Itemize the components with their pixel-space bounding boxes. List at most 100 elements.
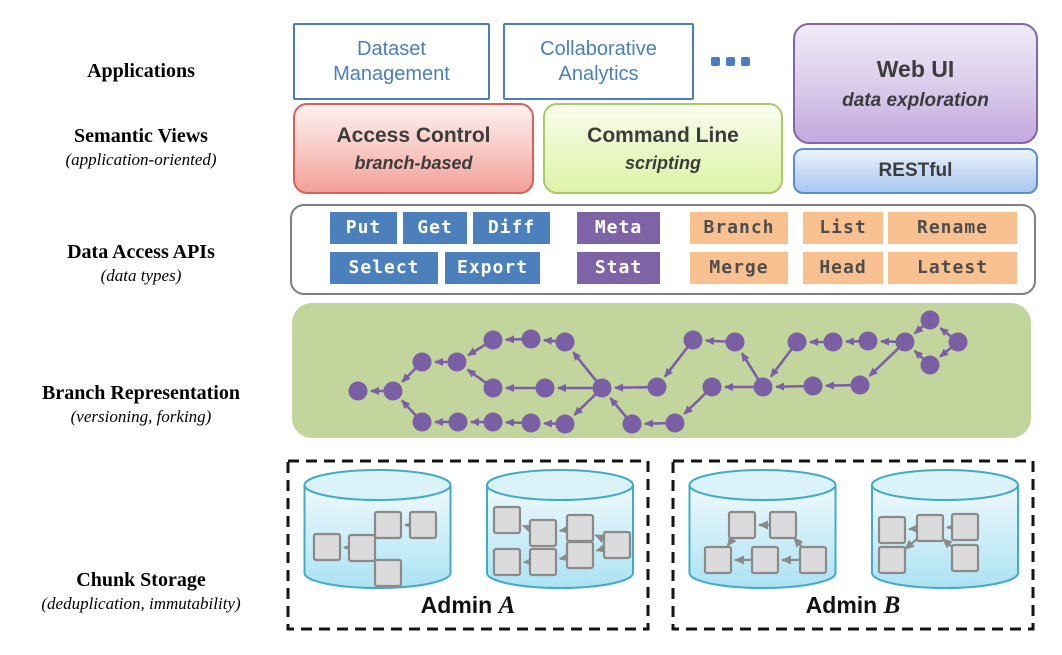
- chunk-square: [565, 540, 595, 570]
- layer-label-semantic-views: Semantic Views (application-oriented): [0, 124, 282, 171]
- chunk-square: [373, 558, 403, 588]
- branch-node: [787, 332, 807, 352]
- branch-node: [447, 352, 467, 372]
- branch-node: [702, 377, 722, 397]
- chunks-layer: [312, 505, 980, 588]
- collaborative-analytics-line2: Analytics: [558, 62, 639, 85]
- cylinder-top: [303, 469, 452, 501]
- api-tile-list: List: [803, 212, 883, 244]
- chunk-square: [347, 533, 377, 563]
- chunk-square: [950, 543, 980, 573]
- layer-subtitle: (deduplication, immutability): [41, 594, 241, 613]
- branch-node: [412, 412, 432, 432]
- branch-node: [948, 332, 968, 352]
- layer-subtitle: (application-oriented): [65, 150, 217, 169]
- branch-node: [858, 331, 878, 351]
- api-tile-put: Put: [330, 212, 397, 244]
- layer-label-data-access-apis: Data Access APIs (data types): [0, 240, 282, 287]
- chunk-square: [798, 545, 828, 575]
- branch-node: [823, 332, 843, 352]
- branch-node: [592, 378, 612, 398]
- access-control-subtitle: branch-based: [354, 152, 473, 173]
- layer-title: Applications: [87, 60, 195, 82]
- admin-b-label: Admin B: [673, 592, 1033, 620]
- chunk-square: [915, 513, 945, 543]
- branch-node: [483, 330, 503, 350]
- restful-label: RESTful: [878, 160, 953, 181]
- api-tile-head: Head: [803, 252, 883, 284]
- chunk-square: [492, 547, 522, 577]
- chunk-square: [703, 545, 733, 575]
- branch-node: [448, 412, 468, 432]
- branch-node: [521, 329, 541, 349]
- ellipsis-dot: [711, 57, 720, 66]
- branch-node: [920, 355, 940, 375]
- branch-node: [647, 377, 667, 397]
- ellipsis-dot: [741, 57, 750, 66]
- chunk-storage-svg: [286, 459, 1035, 631]
- admin-a-word: Admin: [420, 592, 493, 618]
- branch-node: [483, 378, 503, 398]
- admin-boundary: [671, 459, 1035, 631]
- chunk-square: [565, 513, 595, 543]
- branch-node: [622, 414, 642, 434]
- admin-a-variable: A: [498, 592, 516, 619]
- cylinder-top: [486, 469, 634, 501]
- branch-node: [753, 377, 773, 397]
- branch-node: [725, 332, 745, 352]
- branch-representation-panel: [292, 303, 1031, 438]
- api-tile-latest: Latest: [888, 252, 1017, 284]
- admin-boundary: [286, 459, 650, 631]
- chunk-square: [312, 532, 342, 562]
- branch-node: [521, 413, 541, 433]
- access-control-box: Access Control branch-based: [293, 103, 534, 194]
- layer-label-applications: Applications: [0, 59, 282, 84]
- collaborative-analytics-line1: Collaborative: [540, 37, 657, 60]
- dataset-management-line2: Management: [333, 62, 450, 85]
- access-control-title: Access Control: [336, 123, 491, 147]
- branch-node: [665, 413, 685, 433]
- branch-node: [850, 375, 870, 395]
- ellipsis-dot: [726, 57, 735, 66]
- chunk-square: [750, 545, 780, 575]
- admin-b-variable: B: [883, 592, 901, 619]
- api-tile-export: Export: [445, 252, 540, 284]
- admin-a-label: Admin A: [288, 592, 648, 620]
- chunk-square: [877, 515, 907, 545]
- api-tile-diff: Diff: [473, 212, 550, 244]
- web-ui-subtitle: data exploration: [842, 89, 989, 111]
- branch-node: [383, 381, 403, 401]
- layer-title: Data Access APIs: [67, 241, 215, 263]
- layer-label-branch-representation: Branch Representation (versioning, forki…: [0, 381, 282, 428]
- web-ui-box: Web UI data exploration: [793, 23, 1038, 144]
- admin-b-word: Admin: [805, 592, 878, 618]
- api-tile-meta: Meta: [577, 212, 660, 244]
- api-tile-stat: Stat: [577, 252, 660, 284]
- branch-node: [483, 412, 503, 432]
- layer-subtitle: (data types): [100, 266, 182, 285]
- branch-node: [683, 330, 703, 350]
- chunk-square: [768, 510, 798, 540]
- api-tile-merge: Merge: [690, 252, 788, 284]
- admin-boundaries-layer: [286, 459, 1035, 631]
- restful-box: RESTful: [793, 148, 1038, 194]
- branch-node: [348, 381, 368, 401]
- chunk-square: [528, 547, 558, 577]
- api-panel: Put Get Diff Select Export Meta Stat Bra…: [290, 204, 1036, 295]
- layer-title: Semantic Views: [74, 125, 208, 147]
- branch-node: [895, 332, 915, 352]
- cylinder-top: [871, 469, 1019, 501]
- chunk-square: [373, 510, 403, 540]
- branch-node: [412, 352, 432, 372]
- api-tile-branch: Branch: [690, 212, 788, 244]
- dataset-management-line1: Dataset: [357, 37, 426, 60]
- chunk-square: [602, 530, 632, 560]
- layer-title: Branch Representation: [42, 382, 240, 404]
- cylinder-body: [871, 484, 1019, 589]
- dataset-management-box: Dataset Management: [293, 23, 490, 100]
- chunk-square: [877, 545, 907, 575]
- chunk-square: [492, 505, 522, 535]
- branch-nodes-layer: [348, 310, 968, 434]
- layer-label-chunk-storage: Chunk Storage (deduplication, immutabili…: [0, 568, 282, 615]
